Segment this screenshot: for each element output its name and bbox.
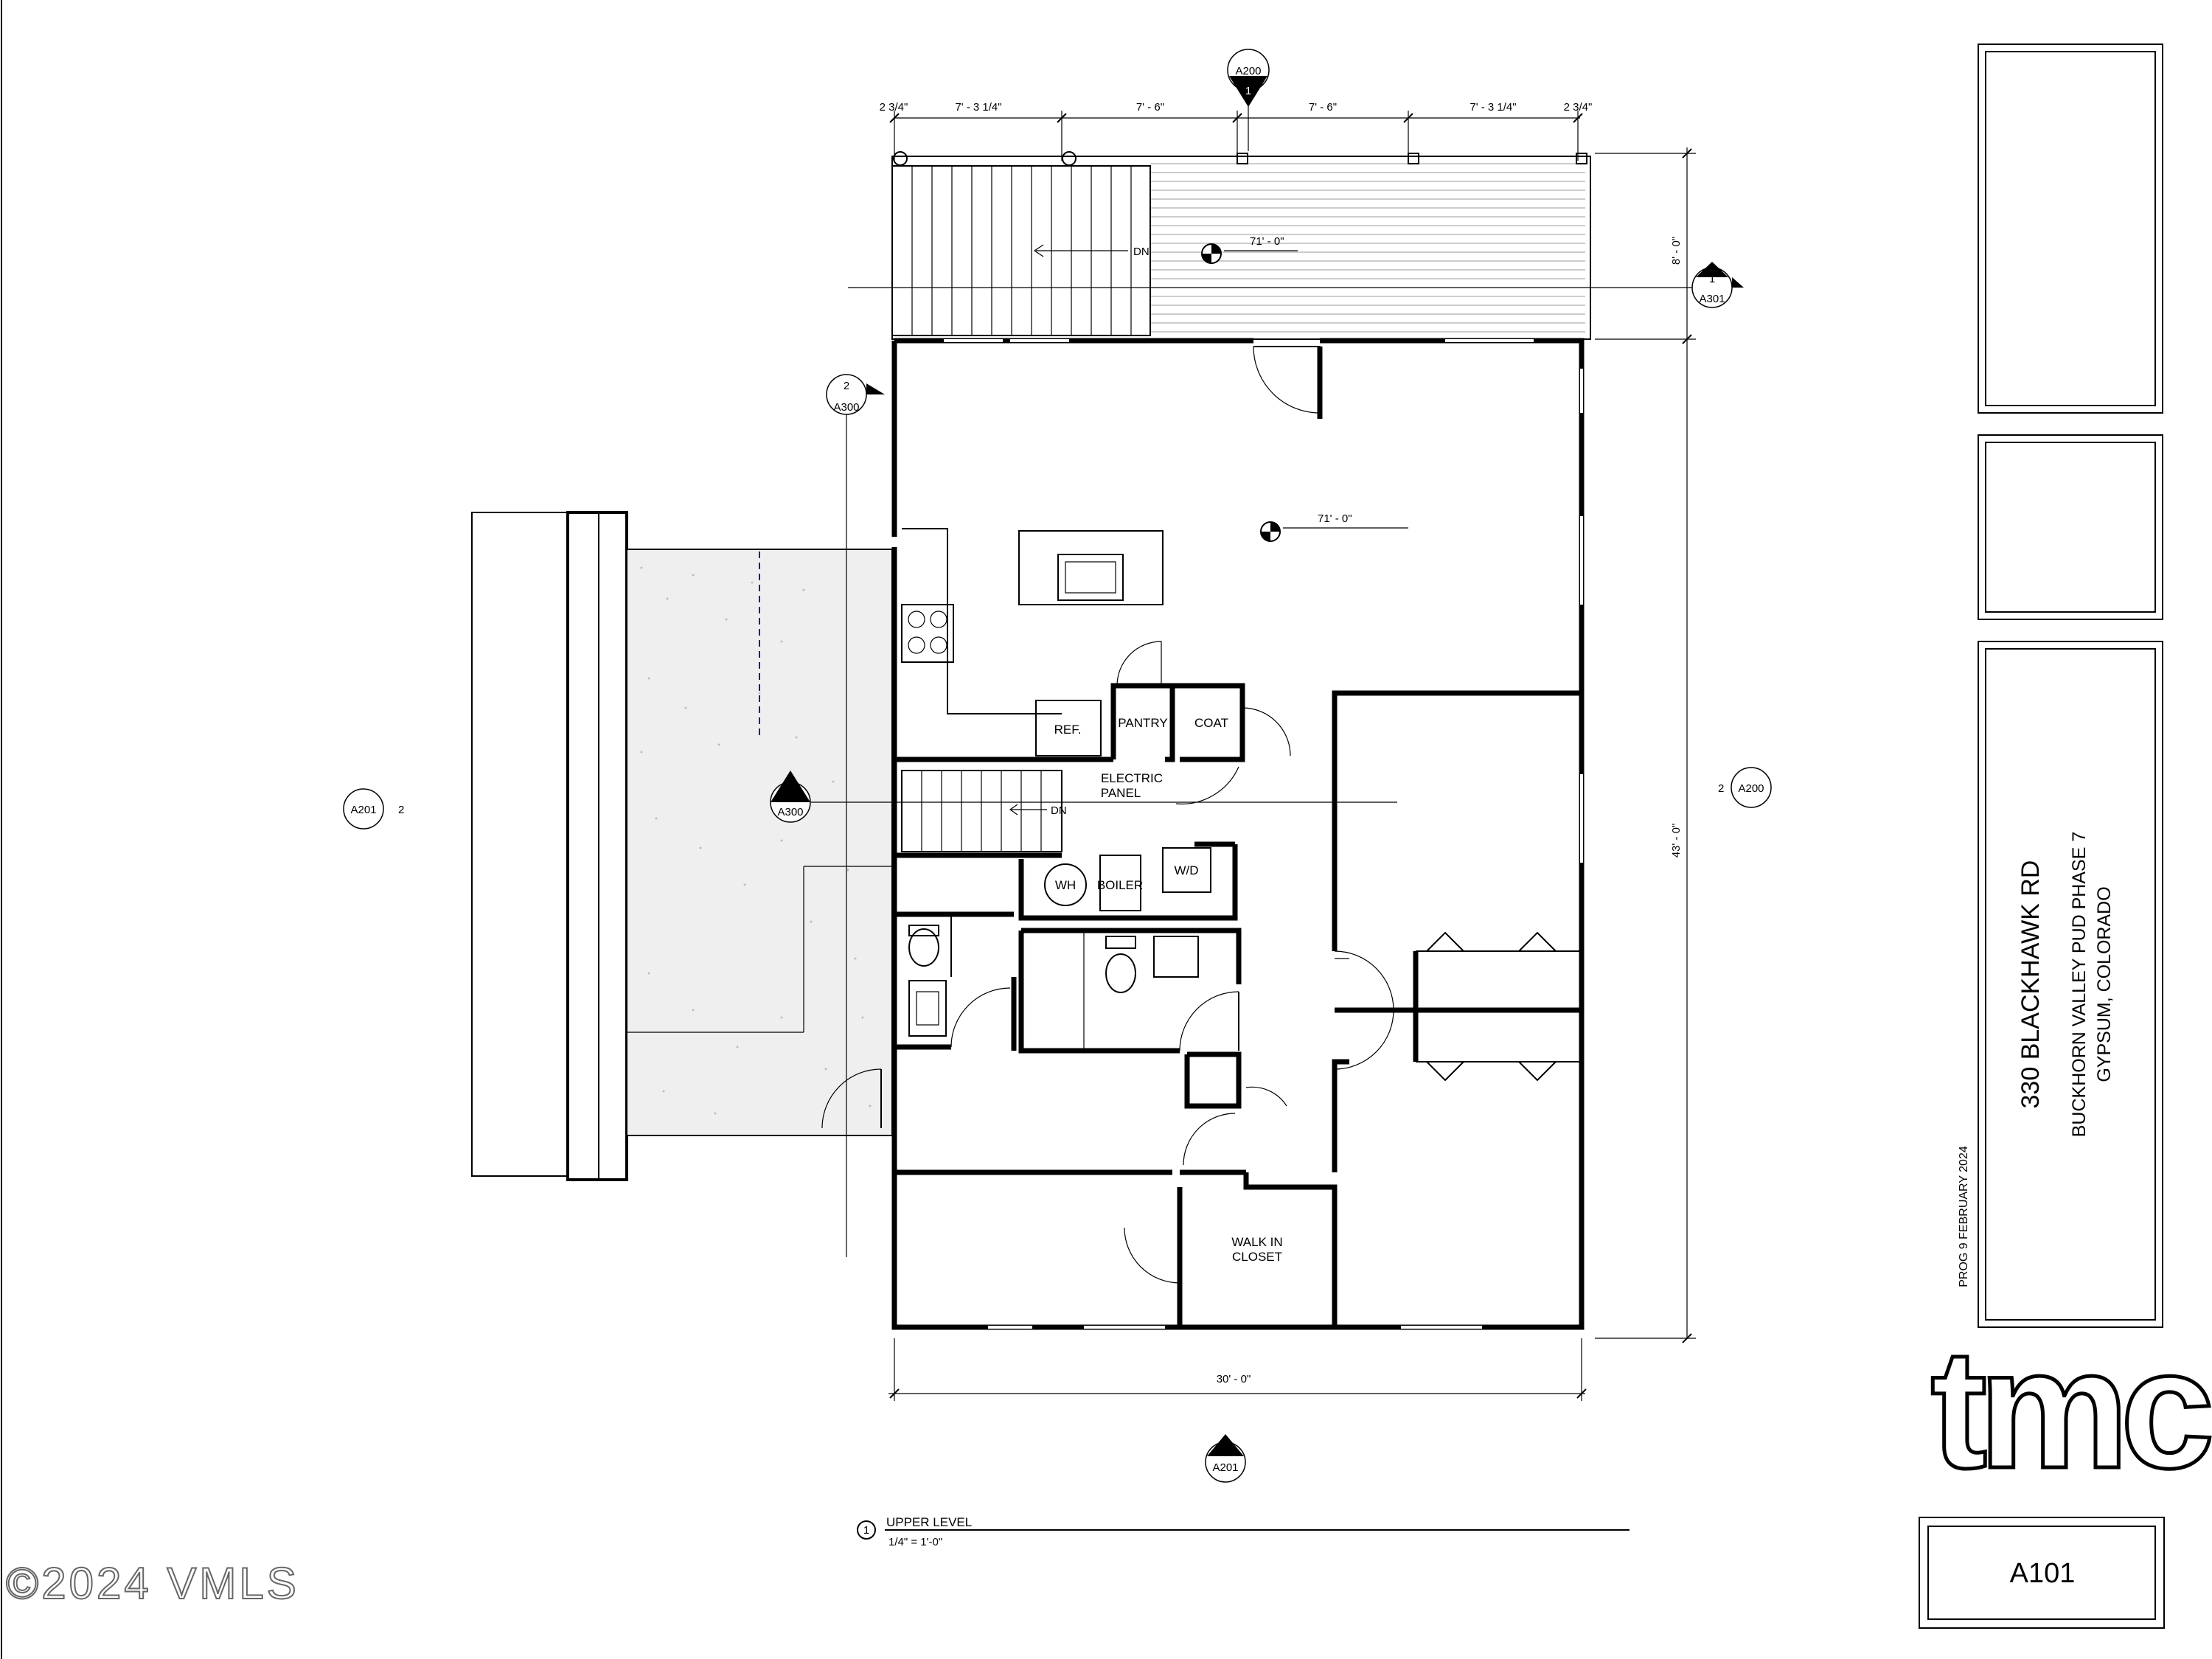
section-num-right: 2 xyxy=(1718,782,1724,795)
room-wh: WH xyxy=(1055,878,1076,892)
dim-top-4: 7' - 6" xyxy=(1309,101,1337,114)
dim-top-5: 7' - 3 1/4" xyxy=(1470,101,1516,114)
view-scale: 1/4" = 1'-0" xyxy=(888,1536,942,1548)
range-icon xyxy=(901,604,954,663)
section-num-top: 1 xyxy=(1245,85,1251,97)
section-sheet-bottom: A201 xyxy=(1212,1461,1238,1474)
level-marker-deck: 71' - 0" xyxy=(1201,235,1298,264)
stucco-texture xyxy=(640,566,872,1115)
dim-top-3: 7' - 6" xyxy=(1136,101,1164,114)
deck: DN 71' - 0" xyxy=(891,151,1591,340)
room-coat: COAT xyxy=(1194,716,1228,730)
dim-top-2: 7' - 3 1/4" xyxy=(955,101,1001,114)
toilet-1 xyxy=(908,928,939,967)
room-boiler: BOILER xyxy=(1097,878,1143,892)
dim-top-6: 2 3/4" xyxy=(1564,101,1593,114)
section-tag-top[interactable]: A200 1 xyxy=(1227,49,1270,151)
dim-top-1: 2 3/4" xyxy=(880,101,908,114)
logo-text: tmc xyxy=(1930,1314,2210,1503)
copyright-watermark: ©2024 VMLS xyxy=(6,1559,299,1608)
bottom-dimension: 30' - 0" xyxy=(888,1338,1587,1401)
section-tag-right[interactable]: A200 2 xyxy=(1718,767,1772,808)
section-sheet-left: A201 xyxy=(350,804,376,816)
section-tag-bottom[interactable]: 1 A201 xyxy=(1205,1434,1246,1483)
top-dimension-string: 2 3/4" 7' - 3 1/4" 7' - 6" 7' - 6" 7' - … xyxy=(880,101,1593,161)
deck-stair-dn: DN xyxy=(1133,246,1150,258)
dim-right-deck: 8' - 0" xyxy=(1670,237,1683,265)
section-num-left: 2 xyxy=(398,804,404,816)
room-walkin-1: WALK IN xyxy=(1231,1235,1282,1249)
section-num-deck: 1 xyxy=(1709,273,1715,285)
project-city: GYPSUM, COLORADO xyxy=(2094,886,2115,1082)
tmc-logo: tmc xyxy=(1929,1312,2212,1506)
section-tag-deck[interactable]: A301 1 xyxy=(848,262,1744,308)
project-address: 330 BLACKHAWK RD xyxy=(2017,860,2045,1109)
boiler-unit xyxy=(1099,855,1141,911)
right-dimensions: 8' - 0" 43' - 0" xyxy=(1595,147,1696,1343)
room-electric-2: PANEL xyxy=(1101,786,1141,800)
drawing-date: PROG 9 FEBRUARY 2024 xyxy=(1958,1146,1970,1287)
dim-right-overall: 43' - 0" xyxy=(1670,824,1683,858)
washer-dryer xyxy=(1162,847,1211,893)
section-tag-a300-top[interactable]: 2 A300 xyxy=(826,374,885,1257)
title-block: 330 BLACKHAWK RD BUCKHORN VALLEY PUD PHA… xyxy=(1919,44,2212,1629)
section-tag-a300-mid[interactable]: 1 A300 xyxy=(770,771,1397,823)
section-sheet-a300-mid: A300 xyxy=(777,806,803,818)
garage-area xyxy=(471,511,893,1181)
level-marker-main: 71' - 0" xyxy=(1260,512,1408,542)
section-num-a300-mid: 1 xyxy=(787,788,793,801)
fridge xyxy=(1035,700,1102,757)
room-walkin-2: CLOSET xyxy=(1232,1250,1282,1264)
section-sheet-top: A200 xyxy=(1235,65,1261,77)
project-subdivision: BUCKHORN VALLEY PUD PHASE 7 xyxy=(2069,832,2090,1138)
vanity-2 xyxy=(1153,936,1199,978)
deck-stair: DN xyxy=(891,165,1151,336)
house-walls: REF. PANTRY COAT ELECTRIC PANEL DN WH BO… xyxy=(891,338,1585,1330)
section-sheet-a300-top: A300 xyxy=(833,401,859,414)
sheet-number: A101 xyxy=(2010,1558,2076,1589)
section-num-bottom: 1 xyxy=(1222,1437,1228,1450)
room-wd: W/D xyxy=(1174,863,1198,877)
section-sheet-right: A200 xyxy=(1738,782,1764,795)
view-name: UPPER LEVEL xyxy=(886,1515,972,1529)
view-number: 1 xyxy=(863,1524,869,1537)
view-title: 1 UPPER LEVEL 1/4" = 1'-0" xyxy=(857,1515,1630,1548)
room-ref: REF. xyxy=(1054,723,1082,737)
water-heater xyxy=(1044,863,1087,906)
section-num-a300-top: 2 xyxy=(844,380,849,392)
section-sheet-deck: A301 xyxy=(1699,293,1725,305)
dim-bottom-overall: 30' - 0" xyxy=(1217,1373,1251,1385)
toilet-2 xyxy=(1105,953,1136,993)
interior-stair-dn: DN xyxy=(1051,804,1067,817)
room-pantry: PANTRY xyxy=(1118,716,1167,730)
main-elevation: 71' - 0" xyxy=(1318,512,1352,525)
vanity-1 xyxy=(908,980,947,1037)
room-electric-1: ELECTRIC xyxy=(1101,771,1163,785)
deck-elevation: 71' - 0" xyxy=(1250,235,1284,248)
section-tag-left[interactable]: A201 2 xyxy=(343,788,404,830)
